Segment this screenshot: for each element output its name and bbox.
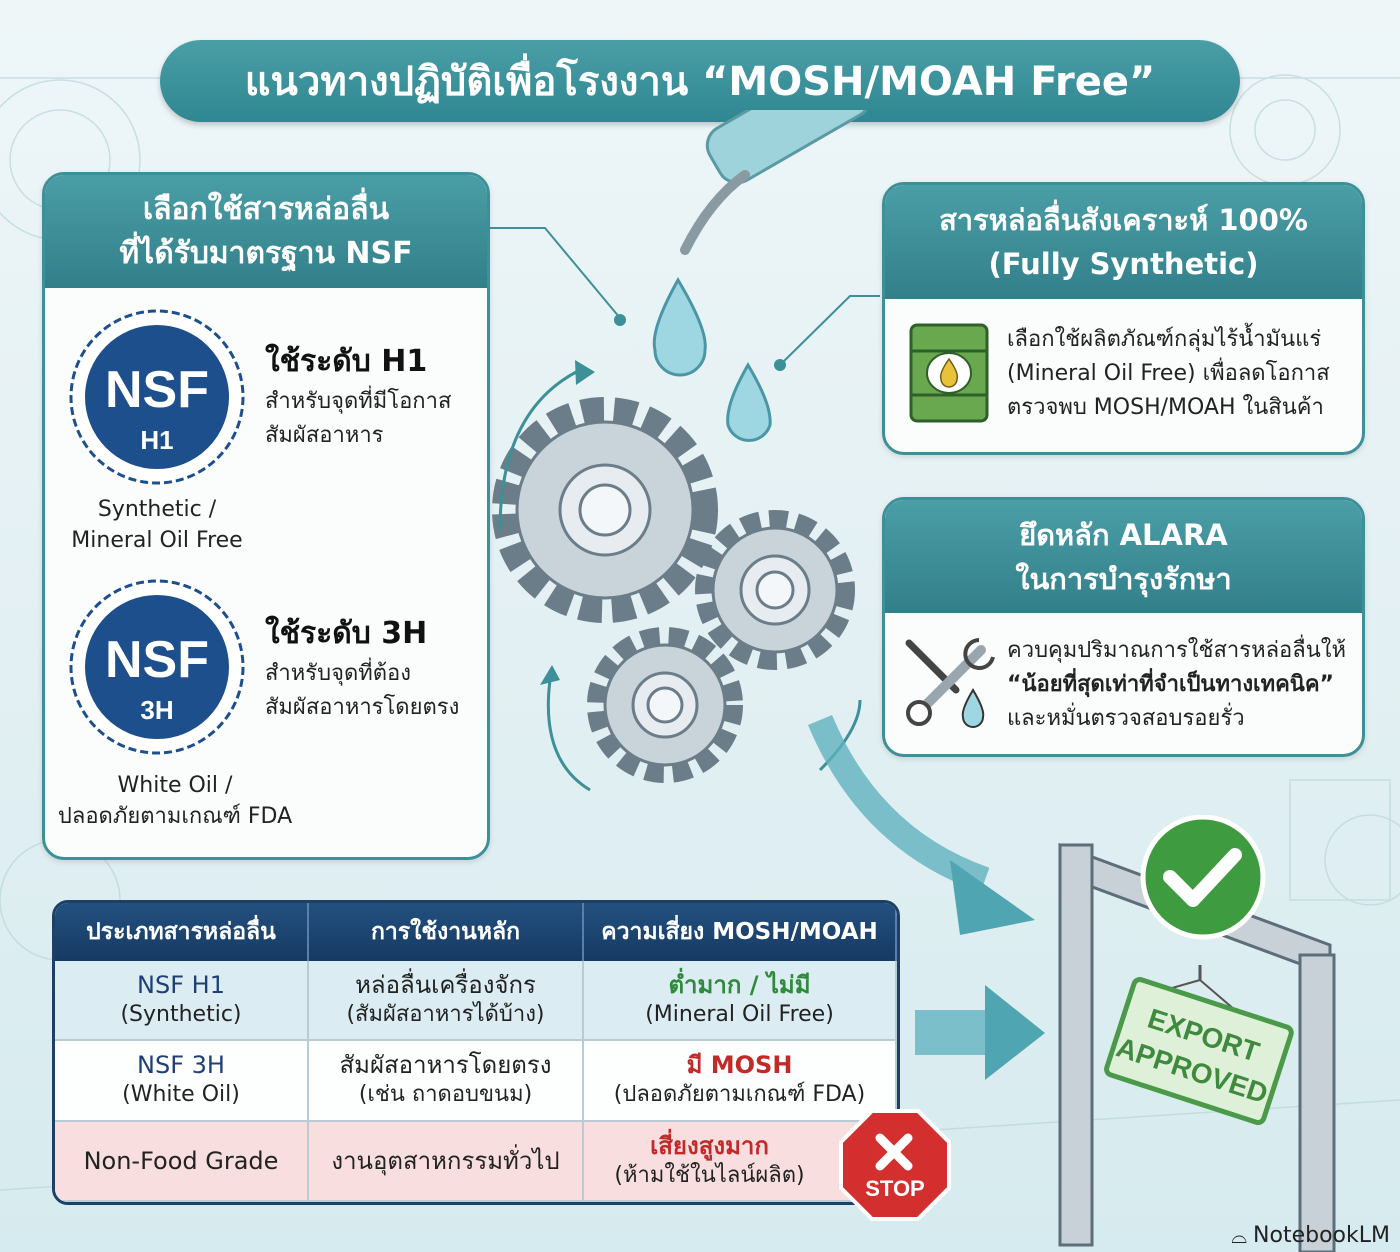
nsf-3h-caption: White Oil /ปลอดภัยตามเกณฑ์ FDA	[57, 773, 293, 829]
column-header-risk: ความเสี่ยง MOSH/MOAH	[583, 903, 897, 961]
stop-sign-icon: STOP	[839, 1109, 951, 1221]
watermark: ⌓ NotebookLM	[1231, 1223, 1390, 1248]
nsf-h1-badge-icon: NSF H1	[69, 309, 245, 485]
nsf-card-title-line1: เลือกใช้สารหล่อลื่น	[142, 191, 390, 227]
alara-card: ยึดหลัก ALARA ในการบำรุงรักษา ควบคุมปริม…	[882, 497, 1365, 757]
synthetic-card: สารหล่อลื่นสังเคราะห์ 100% (Fully Synthe…	[882, 182, 1365, 455]
check-mark-icon	[1140, 815, 1266, 940]
svg-text:H1: H1	[140, 425, 173, 455]
synthetic-card-title-line1: สารหล่อลื่นสังเคราะห์ 100%	[939, 203, 1308, 237]
alara-card-title-line1: ยึดหลัก ALARA	[1019, 517, 1228, 552]
oil-barrel-icon	[909, 323, 989, 423]
nsf-h1-info: ใช้ระดับ H1 สำหรับจุดที่มีโอกาส สัมผัสอา…	[265, 344, 452, 448]
export-gate-illustration: EXPORT APPROVED	[1058, 815, 1336, 1252]
table-row: Non-Food Grade งานอุตสาหกรรมทั่วไป เสี่ย…	[55, 1120, 897, 1202]
nsf-3h-info: ใช้ระดับ 3H สำหรับจุดที่ต้อง สัมผัสอาหาร…	[265, 616, 460, 720]
table-row: NSF 3H(White Oil) สัมผัสอาหารโดยตรง(เช่น…	[55, 1040, 897, 1122]
tools-icon	[905, 638, 995, 728]
nsf-3h-badge-icon: NSF 3H	[69, 579, 245, 755]
alara-card-title-line2: ในการบำรุงรักษา	[1015, 561, 1232, 596]
lubricant-comparison-table: ประเภทสารหล่อลื่น การใช้งานหลัก ความเสี่…	[52, 900, 900, 1205]
grease-tube-icon	[680, 110, 872, 255]
gears-illustration	[492, 110, 872, 792]
export-approved-sign: EXPORT APPROVED	[1104, 977, 1294, 1126]
svg-text:NSF: NSF	[105, 631, 209, 689]
notebooklm-logo-icon: ⌓	[1231, 1223, 1248, 1248]
nsf-card-title-line2: ที่ได้รับมาตรฐาน NSF	[119, 235, 413, 271]
nsf-h1-caption: Synthetic /Mineral Oil Free	[71, 497, 243, 553]
oil-drop-icon	[726, 362, 772, 442]
oil-drop-icon	[652, 277, 707, 377]
synthetic-card-title-line2: (Fully Synthetic)	[988, 247, 1259, 281]
svg-text:NSF: NSF	[105, 361, 209, 419]
nsf-card: เลือกใช้สารหล่อลื่น ที่ได้รับมาตรฐาน NSF	[42, 172, 490, 860]
svg-text:STOP: STOP	[865, 1176, 925, 1201]
column-header-type: ประเภทสารหล่อลื่น	[55, 903, 309, 961]
alara-card-text: ควบคุมปริมาณการใช้สารหล่อลื่นให้“น้อยที่…	[1007, 638, 1347, 731]
page-title: แนวทางปฏิบัติเพื่อโรงงาน “MOSH/MOAH Free…	[160, 40, 1240, 122]
synthetic-card-text: เลือกใช้ผลิตภัณฑ์กลุ่มไร้น้ำมันแร่(Miner…	[1007, 327, 1330, 420]
column-header-use: การใช้งานหลัก	[308, 903, 584, 961]
svg-text:3H: 3H	[140, 695, 173, 725]
table-row: NSF H1(Synthetic) หล่อลื่นเครื่องจักร(สั…	[55, 961, 897, 1042]
